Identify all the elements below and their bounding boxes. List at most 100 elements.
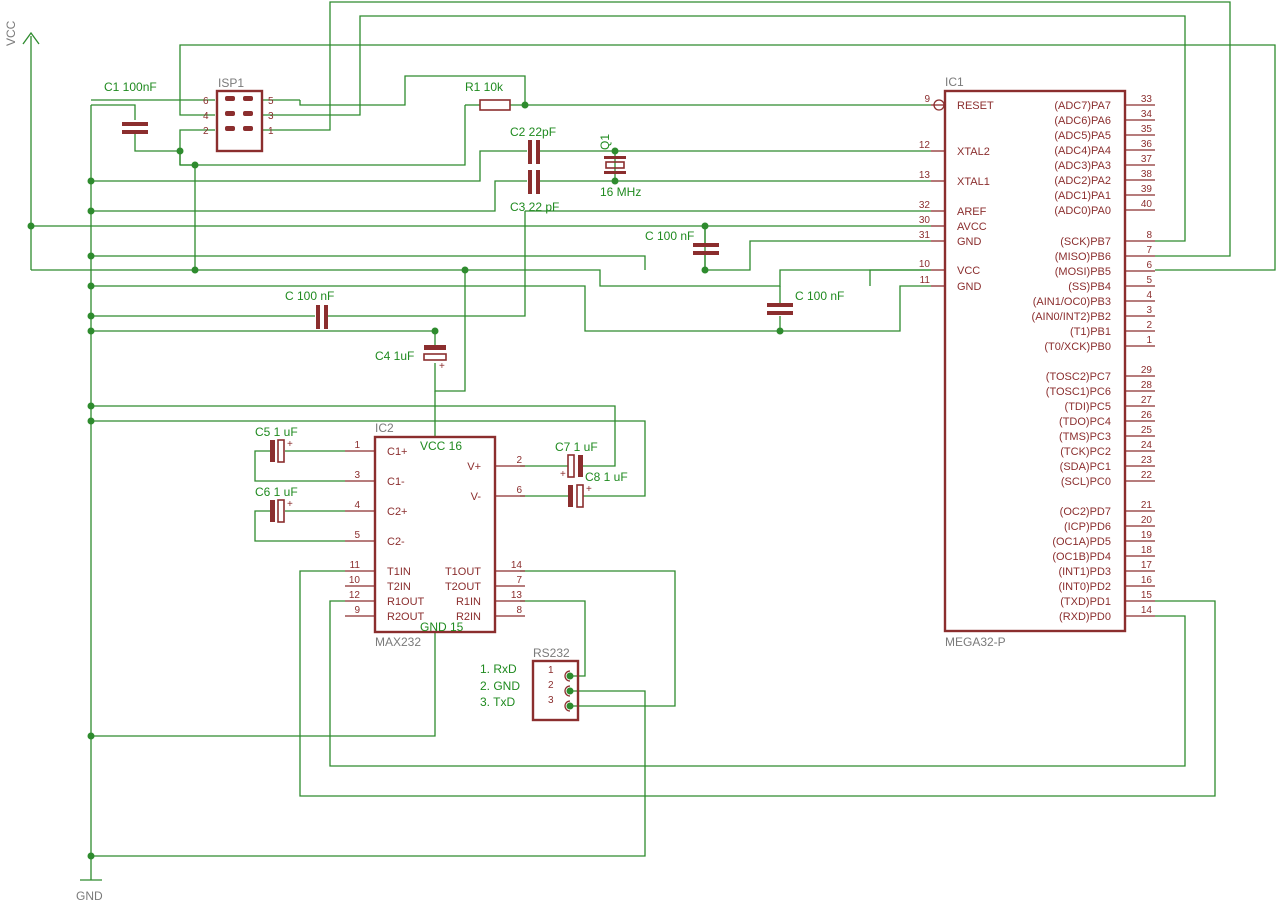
q1-crystal (604, 156, 626, 174)
ic-pin-name: (AIN1/OC0)PB3 (1033, 296, 1111, 308)
isp-pin-number: 1 (268, 126, 274, 137)
isp-pin1-wire (263, 1, 1231, 257)
c4-label: C4 1uF (375, 349, 414, 363)
ic-pin-name: T2OUT (445, 581, 481, 593)
junction-dot (776, 327, 784, 335)
ic-pin-number: 6 (516, 485, 522, 496)
ic-pin-name: (MISO)PB6 (1055, 251, 1111, 263)
ic-pin-number: 34 (1141, 109, 1153, 120)
ic-pin-number: 38 (1141, 169, 1153, 180)
ic-pin-number: 5 (354, 530, 360, 541)
junction-dot (87, 402, 95, 410)
ic-pin-number: 21 (1141, 500, 1153, 511)
c3-left-wire (91, 180, 527, 212)
rs232-pin3-note: 3. TxD (480, 695, 515, 709)
t1in-wire (299, 570, 1216, 797)
ic-pin-name: (ADC5)PA5 (1054, 130, 1111, 142)
ic-pin-name: (ADC1)PA1 (1054, 190, 1111, 202)
c7-label: C7 1 uF (555, 440, 598, 454)
gnd-supply-label: GND (76, 889, 103, 903)
ic-pin-name: V+ (467, 461, 481, 473)
ic-pin-number: 14 (1141, 605, 1153, 616)
ic-pin-number: 11 (920, 275, 931, 286)
junction-dot (176, 147, 184, 155)
ic-pin-name: (TOSC2)PC7 (1046, 371, 1111, 383)
ic-pin-number: 24 (1141, 440, 1153, 451)
ic-pin-name: (ADC3)PA3 (1054, 160, 1111, 172)
ic-pin-name: (T0/XCK)PB0 (1044, 341, 1111, 353)
ic-pin-number: 35 (1141, 124, 1153, 135)
rs232-pin2-note: 2. GND (480, 679, 520, 693)
ic2-value: MAX232 (375, 635, 421, 649)
ic-pin-number: 1 (1146, 335, 1152, 346)
ic-pin-number: 4 (354, 500, 360, 511)
ic-pin-name: (OC1B)PD4 (1052, 551, 1111, 563)
ic-pin-name: RESET (957, 100, 994, 112)
ic-pin-name: XTAL2 (957, 146, 990, 158)
isp-pin-number: 5 (268, 96, 274, 107)
junction-dot (191, 161, 199, 169)
gnd-bus-1 (91, 255, 646, 270)
c7-capacitor: + (560, 454, 583, 480)
c1-label: C1 100nF (104, 80, 157, 94)
ic-pin-number: 31 (919, 230, 931, 241)
ic-pin-number: 40 (1141, 199, 1153, 210)
ic-pin-name: (SCL)PC0 (1061, 476, 1111, 488)
ic-pin-number: 23 (1141, 455, 1153, 466)
junction-dot (566, 672, 574, 680)
ic-pin-number: 39 (1141, 184, 1153, 195)
ic-pin-name: (ICP)PD6 (1064, 521, 1111, 533)
ic-pin-number: 29 (1141, 365, 1153, 376)
gnd11-wire (779, 285, 931, 332)
ic-pin-name: R2OUT (387, 611, 425, 623)
ic-pin-name: V- (471, 491, 482, 503)
ic2-body (373, 435, 497, 634)
ic-pin-name: R2IN (456, 611, 481, 623)
c-vcc-capacitor (767, 303, 793, 315)
rs232-label: RS232 (533, 646, 570, 660)
ic-pin-number: 8 (1146, 230, 1152, 241)
svg-text:+: + (439, 361, 445, 372)
ic-pin-number: 8 (516, 605, 522, 616)
ic-pin-number: 7 (1146, 245, 1152, 256)
c4-top (91, 330, 436, 345)
ic-pin-name: (SCK)PB7 (1060, 236, 1111, 248)
ic-pin-name: (AIN0/INT2)PB2 (1032, 311, 1111, 323)
ic-pin-name: C1- (387, 476, 405, 488)
c3-label: C3 22 pF (510, 200, 559, 214)
isp-pin-number: 2 (203, 126, 209, 137)
ic-pin-name: (ADC0)PA0 (1054, 205, 1111, 217)
vcc10-wire (869, 269, 931, 286)
ic-pin-name: XTAL1 (957, 176, 990, 188)
c1-capacitor (122, 122, 148, 134)
ic-pin-number: 13 (511, 590, 523, 601)
junction-dot (566, 702, 574, 710)
ic-pin-number: 25 (1141, 425, 1153, 436)
ic-pin-number: 10 (919, 259, 931, 270)
c8-capacitor: + (568, 484, 592, 508)
c8-gnd (91, 420, 646, 497)
ic-pin-name: (MOSI)PB5 (1055, 266, 1111, 278)
c6-capacitor: + (270, 499, 293, 523)
rs232-pin1-note: 1. RxD (480, 662, 517, 676)
ic-pin-name: (TMS)PC3 (1059, 431, 1111, 443)
ic-pin-number: 15 (1141, 590, 1153, 601)
ic-pin-number: 28 (1141, 380, 1153, 391)
ic-pin-number: 5 (1146, 275, 1152, 286)
ic-pin-name: (SS)PB4 (1068, 281, 1111, 293)
aref-down (328, 211, 526, 317)
c3-capacitor (528, 170, 540, 194)
ic-pin-name: (ADC2)PA2 (1054, 175, 1111, 187)
vcc-arrow (22, 31, 40, 45)
rs232-connector (531, 659, 580, 722)
r1-label: R1 10k (465, 80, 504, 94)
junction-dot (87, 312, 95, 320)
q1-label: Q1 (598, 134, 612, 150)
ic2-gnd-label: GND 15 (420, 620, 464, 634)
ic-pin-name: C1+ (387, 446, 408, 458)
isp-pin4-wire (179, 44, 1276, 271)
ic-pin-number: 12 (349, 590, 361, 601)
junction-dot (87, 732, 95, 740)
c5-minus (254, 450, 345, 482)
